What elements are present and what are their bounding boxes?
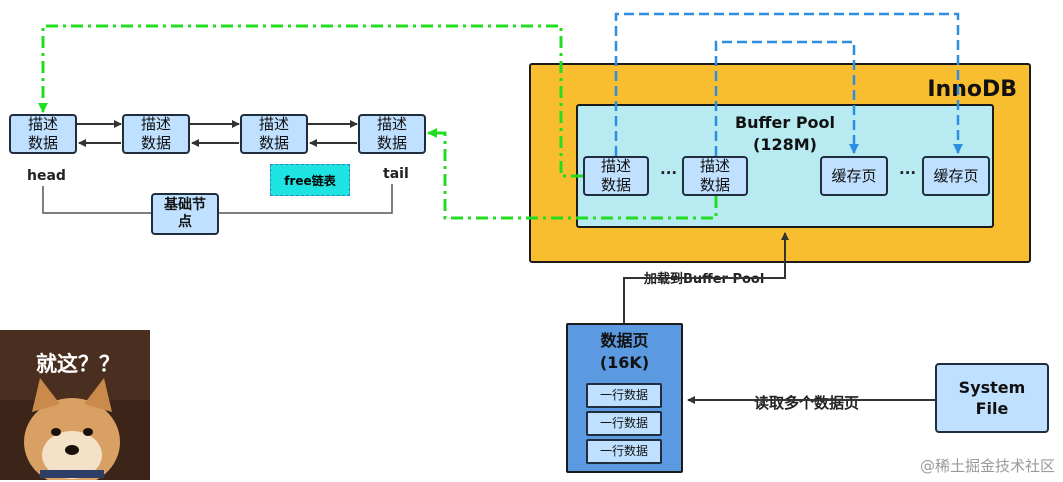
free-list-links [77,120,358,147]
base-node: 基础节 点 [151,193,219,235]
cache-page: 缓存页 [922,156,990,196]
free-list-block: 描述 数据 [9,114,77,154]
head-pointer-link [38,24,583,178]
data-row: 一行数据 [586,383,662,408]
pool-ellipsis: ... [899,160,917,178]
buffer-pool-size: (128M) [753,135,817,154]
meme-caption: 就这？？ [36,352,120,376]
data-row: 一行数据 [586,411,662,436]
data-page-size: (16K) [599,353,650,372]
free-list-block: 描述 数据 [240,114,308,154]
buffer-pool-title: Buffer Pool (128M) [700,112,870,156]
innodb-title: InnoDB [927,77,1017,102]
base-head-link [42,186,151,214]
pool-ellipsis: ... [660,160,678,178]
data-page-name: 数据页 [600,331,649,350]
system-file: System File [935,363,1049,433]
control-to-cache-link [614,12,963,156]
shiba-meme-image: 就这？？ [0,330,150,480]
base-tail-link [219,184,393,214]
data-row: 一行数据 [586,439,662,464]
free-list-block: 描述 数据 [122,114,190,154]
cache-page: 缓存页 [820,156,888,196]
shiba-dog-icon [0,330,150,480]
buffer-pool-name: Buffer Pool [734,113,836,132]
load-arrow [623,232,789,323]
tail-label: tail [383,166,409,182]
read-label: 读取多个数据页 [752,392,862,413]
free-list-block: 描述 数据 [358,114,426,154]
free-list-label: free链表 [270,164,350,196]
pool-control-block: 描述 数据 [682,156,748,196]
pool-control-block: 描述 数据 [583,156,649,196]
control-to-cache-link [714,40,859,156]
tail-pointer-link [427,128,718,220]
data-page-title: 数据页 (16K) [566,330,683,374]
watermark: @稀土掘金技术社区 [919,457,1055,475]
head-label: head [27,168,66,184]
